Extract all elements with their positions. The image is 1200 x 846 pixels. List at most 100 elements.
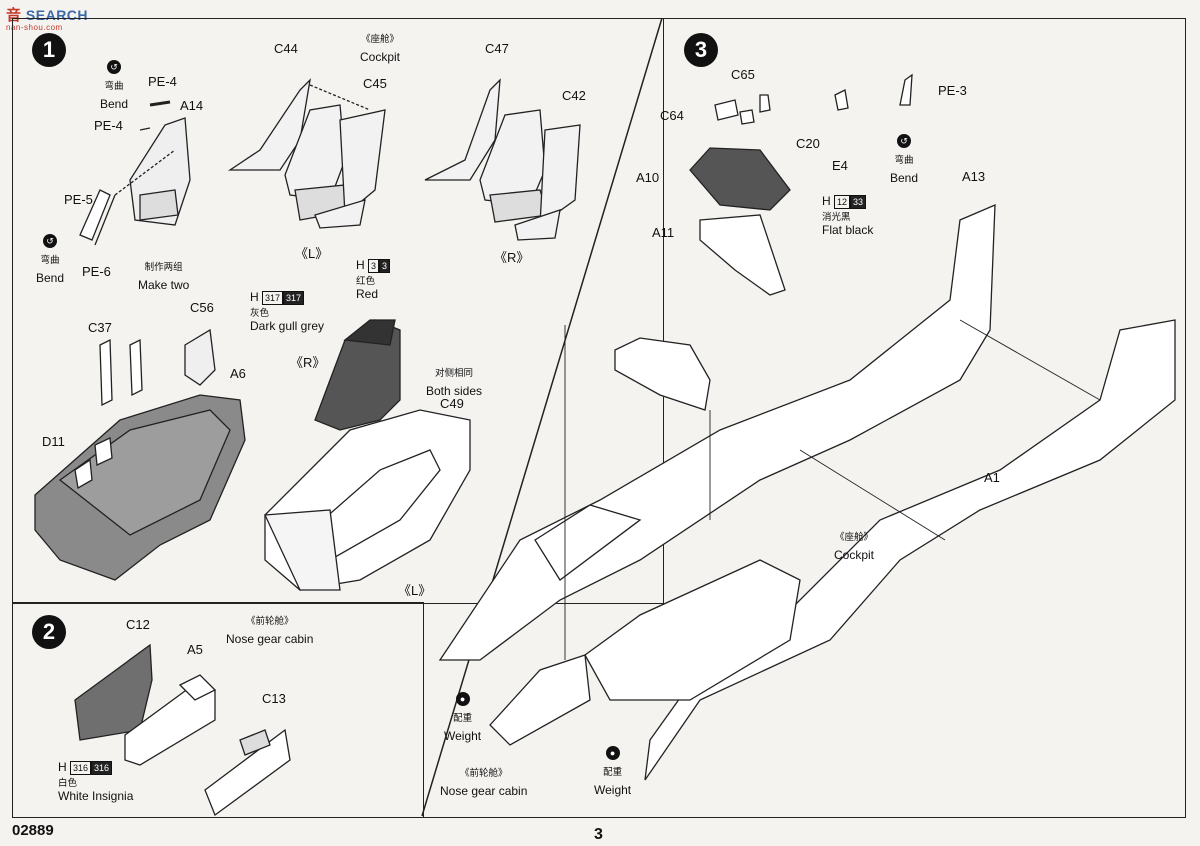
nose-gear-illustration — [74, 643, 291, 817]
paint-gull-cn: 灰色 — [250, 307, 270, 319]
part-c47: C47 — [485, 41, 509, 56]
part-a10: A10 — [636, 170, 660, 185]
part-pe5: PE-5 — [64, 192, 93, 207]
make-two-cn: 制作两组 — [144, 262, 183, 273]
part-c20: C20 — [796, 136, 820, 151]
watermark-brand: SEARCH — [25, 7, 89, 23]
bend-note-bottom: ↺ 弯曲 Bend — [36, 230, 64, 288]
part-a6: A6 — [230, 366, 246, 381]
paint-gull-h: H — [250, 290, 259, 304]
watermark: 音 SEARCH nan-shou.com — [6, 4, 88, 32]
page-number: 3 — [594, 826, 603, 843]
part-a1: A1 — [984, 470, 1000, 485]
both-sides-en: Both sides — [426, 384, 483, 399]
part-pe6: PE-6 — [82, 264, 111, 279]
weight1-en: Weight — [444, 729, 482, 744]
weight-note-2: ● 配重 Weight — [594, 742, 631, 800]
part-a11: A11 — [652, 225, 675, 240]
watermark-sub: nan-shou.com — [6, 23, 63, 32]
label-right-1: 《R》 — [494, 250, 530, 265]
bend-bottom-cn: 弯曲 — [40, 255, 60, 267]
part-a5: A5 — [187, 642, 203, 657]
cockpit3-en: Cockpit — [834, 548, 875, 563]
canopy-parts-illustration — [614, 73, 913, 411]
label-left-2: 《L》 — [398, 583, 432, 598]
cockpit-assembled-illustration — [264, 319, 471, 591]
paint-black-en: Flat black — [822, 223, 874, 238]
part-a13: A13 — [962, 169, 986, 184]
part-c12: C12 — [126, 617, 150, 632]
part-c64: C64 — [660, 108, 684, 123]
paint-gull-n2: 317 — [283, 290, 305, 305]
paint-white-n2: 316 — [91, 760, 113, 775]
paint-red-n1: 3 — [368, 258, 380, 273]
part-c13: C13 — [262, 691, 286, 706]
weight2-en: Weight — [594, 783, 632, 798]
part-c44: C44 — [274, 41, 298, 56]
fuselage-illustration — [438, 203, 1176, 781]
nose-gear-title-cn: 《前轮舱》 — [245, 616, 294, 627]
paint-red-en: Red — [356, 287, 379, 302]
paint-black-n2: 33 — [850, 194, 867, 209]
paint-red-cn: 红色 — [356, 275, 376, 287]
cockpit-note-step1: 《座舱》 Cockpit — [360, 28, 400, 66]
part-c45: C45 — [363, 76, 387, 91]
step-3-badge: 3 — [684, 33, 718, 67]
main-frame — [12, 18, 1186, 818]
part-c37: C37 — [88, 320, 112, 335]
step-2-badge: 2 — [32, 615, 66, 649]
paint-red-n2: 3 — [379, 258, 391, 273]
part-c49: C49 — [440, 396, 464, 411]
part-pe4-b: PE-4 — [94, 118, 123, 133]
leader-lines — [564, 319, 1101, 660]
label-left-1: 《L》 — [295, 246, 329, 261]
paint-black-h: H — [822, 194, 831, 208]
paint-white-n1: 316 — [70, 760, 92, 775]
bend-top-cn: 弯曲 — [104, 81, 124, 93]
nose3-cn: 《前轮舱》 — [459, 768, 508, 779]
weight-note-1: ● 配重 Weight — [444, 688, 481, 746]
part-c56: C56 — [190, 300, 214, 315]
both-sides-note: 对侧相同 Both sides — [426, 362, 482, 400]
nose3-en: Nose gear cabin — [440, 784, 528, 799]
bend-icon: ↺ — [107, 60, 122, 74]
make-two-note: 制作两组 Make two — [138, 256, 189, 294]
part-pe3: PE-3 — [938, 83, 967, 98]
part-d11: D11 — [42, 434, 65, 449]
weight1-cn: 配重 — [453, 713, 473, 725]
bend-bottom-en: Bend — [36, 271, 65, 286]
watermark-cn: 音 — [6, 7, 22, 24]
paint-gull-en: Dark gull grey — [250, 319, 325, 334]
cockpit-note-step3: 《座舱》 Cockpit — [834, 526, 874, 564]
seat-left-illustration — [227, 78, 386, 229]
cockpit3-cn: 《座舱》 — [835, 532, 874, 543]
label-right-2: 《R》 — [290, 355, 326, 370]
paint-white-h: H — [58, 760, 67, 774]
bend-note-step3: ↺ 弯曲 Bend — [890, 130, 918, 188]
seat-a14-illustration — [79, 100, 191, 246]
both-sides-cn: 对侧相同 — [435, 368, 474, 379]
bend3-en: Bend — [890, 171, 919, 186]
cockpit1-cn: 《座舱》 — [361, 34, 400, 45]
bend3-cn: 弯曲 — [894, 155, 914, 167]
nose-gear-note-step3: 《前轮舱》 Nose gear cabin — [440, 762, 527, 800]
paint-white-cn: 白色 — [58, 777, 78, 789]
nose-gear-title-en: Nose gear cabin — [226, 632, 314, 647]
bend-top-en: Bend — [100, 97, 129, 112]
paint-black-cn: 消光黑 — [822, 211, 851, 223]
part-pe4-a: PE-4 — [148, 74, 177, 89]
paint-white-en: White Insignia — [58, 789, 134, 804]
paint-gull-n1: 317 — [262, 290, 284, 305]
step-1-badge: 1 — [32, 33, 66, 67]
make-two-en: Make two — [138, 278, 190, 293]
weight-icon: ● — [605, 746, 620, 760]
nose-gear-title: 《前轮舱》 Nose gear cabin — [226, 610, 313, 648]
part-a14: A14 — [180, 98, 204, 113]
bend-icon: ↺ — [43, 234, 58, 248]
paint-red-h: H — [356, 258, 365, 272]
